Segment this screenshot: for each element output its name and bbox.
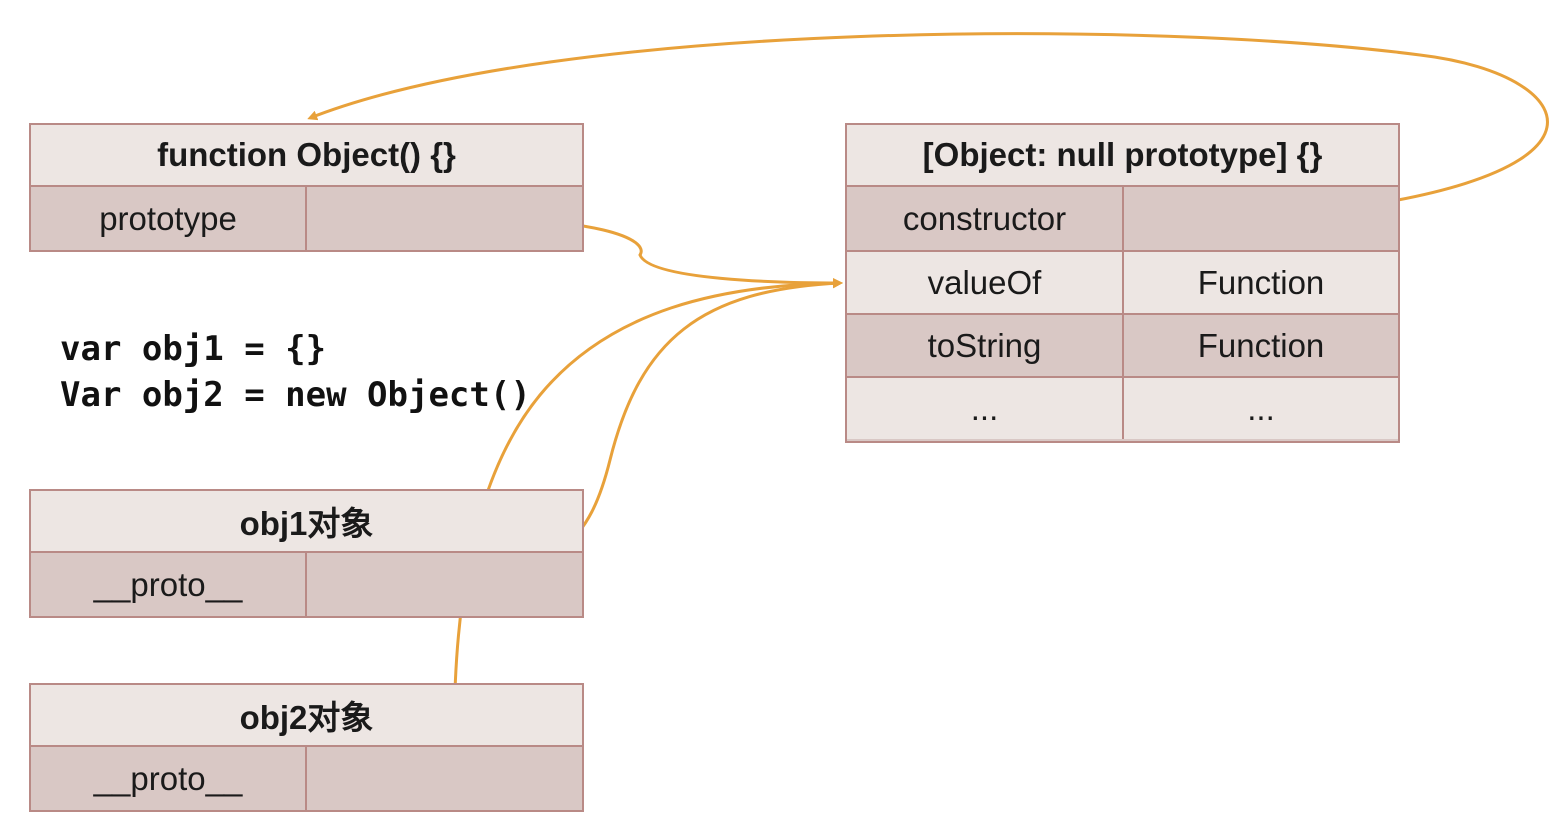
obj1-title: obj1对象 <box>31 491 582 553</box>
constructor-value <box>1124 187 1398 250</box>
valueof-value: Function <box>1197 263 1325 301</box>
function-object-prototype-row: prototype <box>31 187 582 250</box>
obj1-box: obj1对象 __proto__ <box>29 489 584 618</box>
function-object-title: function Object() {} <box>31 125 582 187</box>
obj2-proto-value <box>307 747 582 810</box>
obj1-proto-row: __proto__ <box>31 553 582 616</box>
ellipsis-row: ... ... <box>847 376 1398 439</box>
prototype-key: prototype <box>31 187 307 250</box>
ellipsis-value: ... <box>1247 389 1275 427</box>
obj2-title: obj2对象 <box>31 685 582 747</box>
function-object-box: function Object() {} prototype <box>29 123 584 252</box>
code-line-1: var obj1 = {} <box>60 329 327 369</box>
ellipsis-key: ... <box>847 378 1124 439</box>
obj1-proto-key: __proto__ <box>31 553 307 616</box>
object-prototype-box: [Object: null prototype] {} constructor … <box>845 123 1400 443</box>
obj2-proto-row: __proto__ <box>31 747 582 810</box>
constructor-key: constructor <box>847 187 1124 250</box>
obj2-proto-key: __proto__ <box>31 747 307 810</box>
tostring-value: Function <box>1197 326 1325 364</box>
constructor-row: constructor <box>847 187 1398 250</box>
code-line-2: Var obj2 = new Object() <box>60 375 531 415</box>
code-snippet: var obj1 = {} Var obj2 = new Object() <box>60 326 531 418</box>
obj1-proto-value <box>307 553 582 616</box>
obj2-box: obj2对象 __proto__ <box>29 683 584 812</box>
prototype-value <box>307 187 582 250</box>
valueof-row: valueOf Function <box>847 250 1398 313</box>
object-prototype-title: [Object: null prototype] {} <box>847 125 1398 187</box>
tostring-key: toString <box>847 315 1124 376</box>
valueof-key: valueOf <box>847 252 1124 313</box>
tostring-row: toString Function <box>847 313 1398 376</box>
